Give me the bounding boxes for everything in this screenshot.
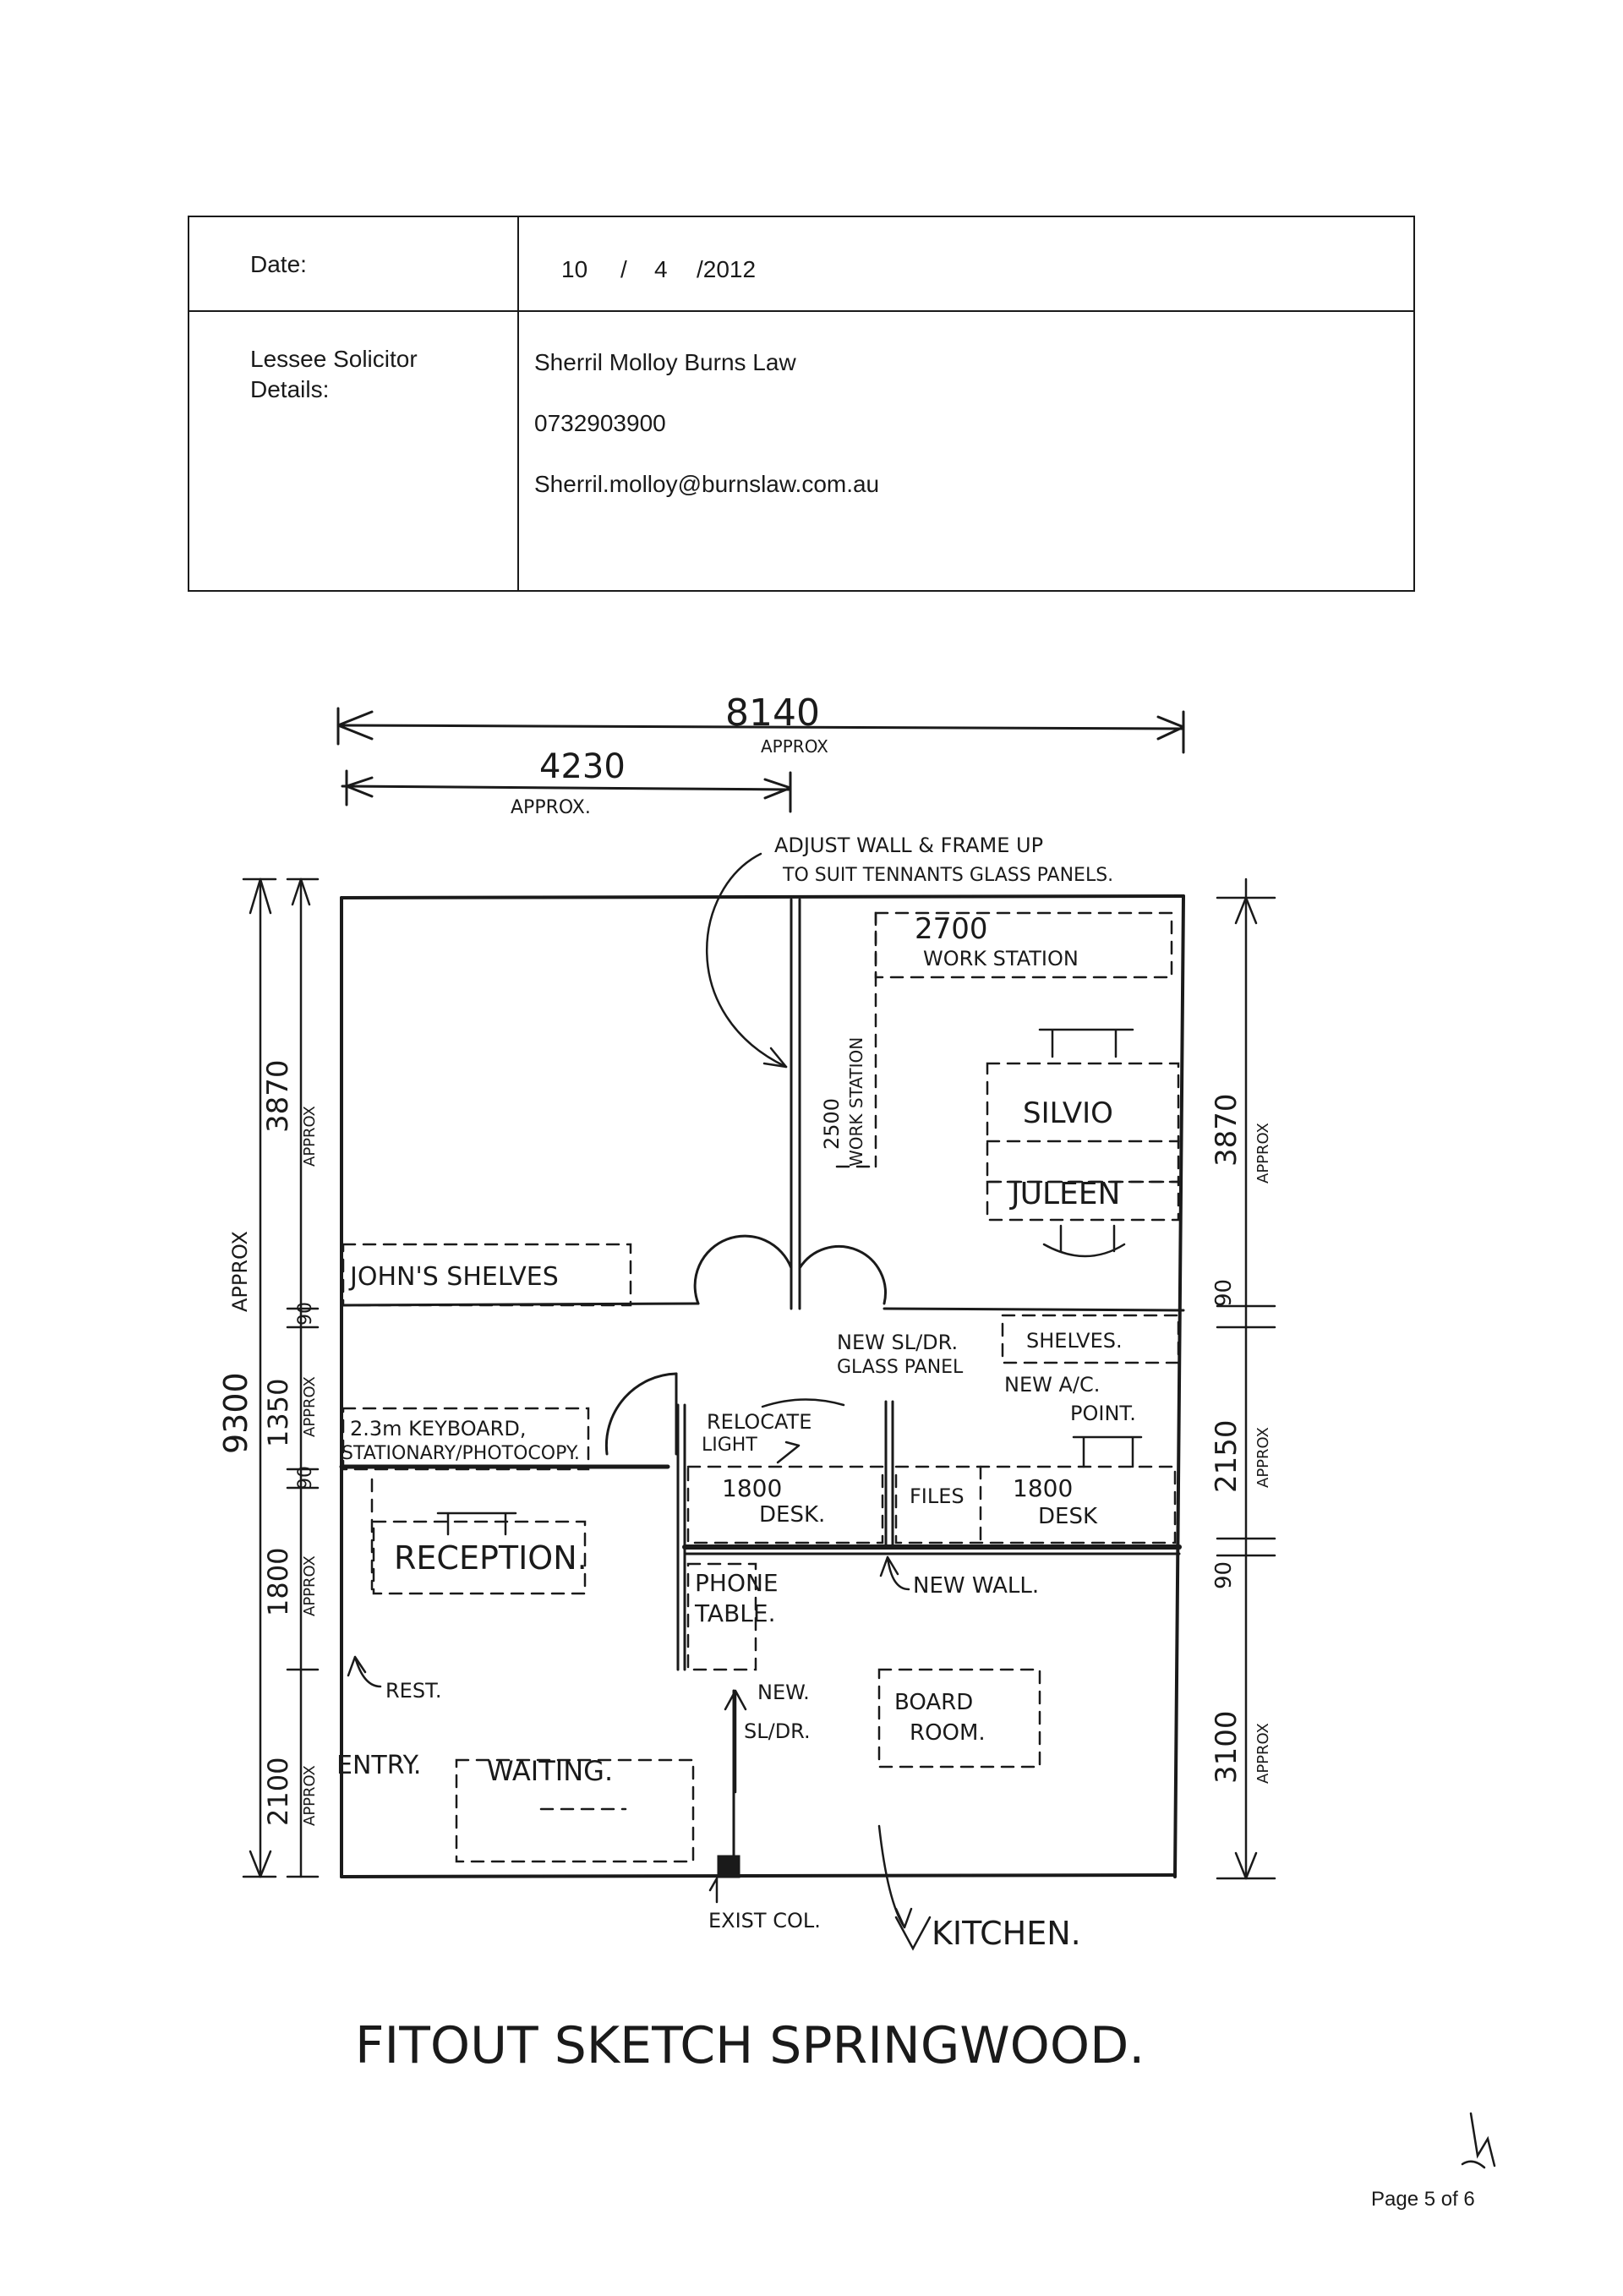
workstation-top-size: 2700 bbox=[915, 912, 988, 946]
kitchen: KITCHEN. bbox=[932, 1915, 1081, 1952]
dim-left-2100: 2100 bbox=[262, 1758, 294, 1826]
phone-table-line1: PHONE bbox=[695, 1569, 779, 1597]
note-adjust-wall: ADJUST WALL & FRAME UP bbox=[774, 834, 1043, 857]
exist-column: EXIST COL. bbox=[708, 1909, 821, 1932]
new-sliding-door: NEW SL/DR. bbox=[837, 1331, 958, 1354]
date-day: 10 bbox=[561, 256, 588, 282]
desk-one-size: 1800 bbox=[722, 1474, 782, 1502]
solicitor-phone: 0732903900 bbox=[534, 410, 666, 436]
dim-left-total-note: APPROX bbox=[228, 1231, 252, 1312]
dim-right-90b: 90 bbox=[1211, 1561, 1237, 1589]
dim-left-3870-approx: APPROX bbox=[301, 1106, 319, 1167]
date-year: /2012 bbox=[697, 256, 757, 282]
dim-left-90b: 90 bbox=[295, 1466, 316, 1490]
solicitor-name: Sherril Molloy Burns Law bbox=[534, 349, 796, 375]
dim-left-1350-approx: APPROX bbox=[301, 1376, 319, 1437]
internal-walls bbox=[339, 898, 1185, 1878]
dim-total-width: 8140 bbox=[725, 692, 820, 735]
phone-table-line2: TABLE. bbox=[694, 1599, 775, 1627]
dim-left-1350: 1350 bbox=[262, 1379, 294, 1447]
shelves: SHELVES. bbox=[1026, 1329, 1123, 1353]
dim-left-1800-approx: APPROX bbox=[301, 1555, 319, 1616]
date-label: Date: bbox=[250, 251, 307, 277]
dim-left-2100-approx: APPROX bbox=[301, 1765, 319, 1826]
dim-left-total: 9300 bbox=[217, 1372, 254, 1454]
keyboard-station-line1: 2.3m KEYBOARD, bbox=[350, 1417, 526, 1440]
outer-walls bbox=[340, 894, 1185, 1878]
workstation-outlines bbox=[342, 911, 1180, 1863]
dim-right-2150-approx: APPROX bbox=[1254, 1427, 1272, 1488]
table-divider-vertical bbox=[517, 217, 519, 590]
entry: ENTRY. bbox=[336, 1751, 421, 1780]
left-dimensions bbox=[242, 877, 320, 1878]
page-number: Page 5 of 6 bbox=[1371, 2188, 1475, 2211]
table-divider-horizontal bbox=[189, 310, 1413, 312]
dim-right-3100-approx: APPROX bbox=[1254, 1723, 1272, 1784]
dim-total-width-note: APPROX bbox=[761, 736, 828, 757]
dim-left-width: 4230 bbox=[539, 747, 626, 786]
workstation-side-label: WORK STATION bbox=[846, 1037, 866, 1167]
note-glass-panels: TO SUIT TENNANTS GLASS PANELS. bbox=[782, 865, 1113, 886]
sketch-title: FITOUT SKETCH SPRINGWOOD. bbox=[355, 2016, 1145, 2075]
solicitor-label-line2: Details: bbox=[250, 376, 330, 402]
desk-one-label: DESK. bbox=[759, 1502, 825, 1528]
solicitor-email: Sherril.molloy@burnslaw.com.au bbox=[534, 471, 880, 497]
lease-details-table: Date: 10 / 4 /2012 Lessee Solicitor Deta… bbox=[188, 216, 1415, 592]
new-sliding-door-2: NEW. bbox=[757, 1681, 810, 1704]
workstation-side-size: 2500 bbox=[820, 1098, 844, 1150]
date-month: 4 bbox=[654, 256, 668, 282]
reception-rest: REST. bbox=[385, 1679, 442, 1703]
new-ac: NEW A/C. bbox=[1004, 1373, 1100, 1397]
files: FILES bbox=[910, 1484, 965, 1508]
dim-right-3100: 3100 bbox=[1210, 1710, 1243, 1784]
desk-two-label: DESK bbox=[1038, 1504, 1098, 1529]
dim-right-3870-approx: APPROX bbox=[1254, 1123, 1272, 1184]
board-room-line2: ROOM. bbox=[910, 1720, 986, 1746]
dim-right-2150: 2150 bbox=[1210, 1419, 1243, 1493]
annotation-arrows bbox=[347, 1440, 932, 1951]
ac-point: POINT. bbox=[1070, 1402, 1136, 1425]
keyboard-station-line2: STATIONARY/PHOTOCOPY. bbox=[342, 1443, 580, 1464]
desk-two-size: 1800 bbox=[1013, 1474, 1073, 1502]
relocate-light-line2: LIGHT bbox=[702, 1435, 757, 1456]
solicitor-label-line1: Lessee Solicitor bbox=[250, 346, 418, 372]
workstation-top-label: WORK STATION bbox=[923, 947, 1079, 970]
dim-right-3870: 3870 bbox=[1210, 1093, 1243, 1167]
reception: RECEPTION. bbox=[394, 1539, 587, 1577]
dim-left-3870: 3870 bbox=[261, 1059, 295, 1133]
right-dimensions bbox=[1216, 877, 1276, 1880]
initials-mark bbox=[1461, 2112, 1496, 2169]
top-dimensions bbox=[336, 707, 1185, 813]
desk-name-juleen: JULEEN bbox=[1009, 1177, 1120, 1211]
new-wall: NEW WALL. bbox=[913, 1573, 1039, 1599]
johns-shelves: JOHN'S SHELVES bbox=[348, 1262, 559, 1292]
chair-marks bbox=[436, 1028, 1143, 1536]
glass-panel: GLASS PANEL bbox=[837, 1357, 964, 1378]
dim-left-90a: 90 bbox=[295, 1302, 316, 1326]
dim-left-1800: 1800 bbox=[262, 1548, 294, 1616]
board-room-line1: BOARD bbox=[894, 1690, 973, 1715]
waiting: WAITING. bbox=[487, 1755, 613, 1787]
new-sliding-door-2b: SL/DR. bbox=[744, 1719, 811, 1743]
dim-right-90a: 90 bbox=[1211, 1279, 1237, 1307]
relocate-light-line1: RELOCATE bbox=[707, 1410, 812, 1434]
desk-name-silvio: SILVIO bbox=[1023, 1096, 1113, 1130]
dim-left-width-note: APPROX. bbox=[511, 797, 591, 818]
date-separator: / bbox=[620, 256, 627, 282]
